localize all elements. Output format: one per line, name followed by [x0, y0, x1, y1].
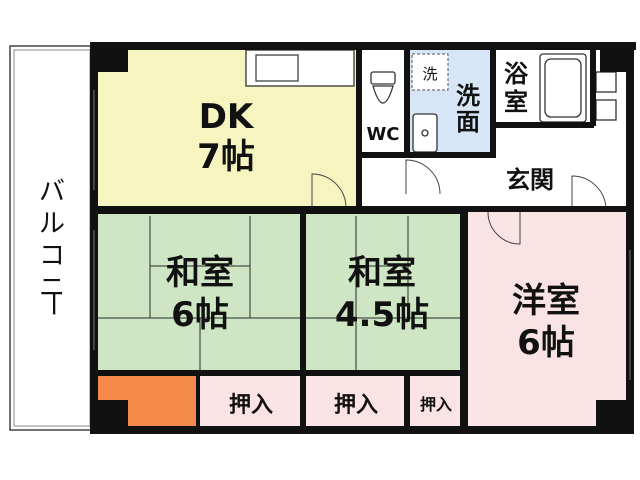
balcony-label-4: ニ — [39, 273, 65, 303]
closet-2 — [306, 376, 406, 430]
balcony-label-2: ル — [39, 209, 65, 239]
washer-space: 洗 — [411, 53, 449, 91]
walls — [90, 42, 636, 434]
tatami-lines-45 — [304, 216, 460, 372]
closet-label-1: 押入 — [229, 392, 273, 418]
windows — [93, 90, 631, 380]
washitsu45-label-1: 和室 — [348, 253, 416, 293]
balcony-label-3: コ — [39, 241, 65, 271]
balcony: バ ル コ ニ ー — [9, 45, 95, 431]
closet-1 — [200, 376, 302, 430]
balcony-label-1: バ — [39, 177, 65, 207]
door-swings — [311, 159, 607, 245]
kitchen-counter — [245, 49, 355, 87]
washitsu45-label-2: 4.5帖 — [335, 295, 429, 335]
genkan-label: 玄関 — [506, 166, 554, 194]
washitsu6-label-1: 和室 — [166, 253, 234, 293]
youshitsu-label-2: 6帖 — [517, 323, 575, 363]
washitsu6-label-2: 6帖 — [171, 295, 229, 335]
wc-label: WC — [366, 124, 399, 145]
bathtub-icon — [539, 53, 587, 123]
yokushitsu-label-1: 浴 — [504, 60, 529, 88]
dk-label-1: DK — [199, 97, 255, 137]
closet-label-2: 押入 — [334, 392, 378, 418]
yokushitsu-label-2: 室 — [504, 88, 528, 116]
dk-label-2: 7帖 — [197, 137, 255, 177]
washer-label: 洗 — [422, 65, 437, 83]
closet-3 — [410, 376, 464, 430]
senmen-label-2: 面 — [456, 108, 480, 136]
youshitsu-room — [466, 210, 630, 430]
washbasin-icon — [412, 113, 438, 153]
shoe-cabinet — [595, 71, 617, 121]
genkan-area — [358, 156, 630, 210]
balcony-label-5: ー — [37, 291, 67, 317]
senmen-label-1: 洗 — [456, 82, 480, 110]
youshitsu-label-1: 洋室 — [512, 281, 580, 321]
toilet-icon — [370, 71, 396, 104]
washitsu6-room — [96, 212, 302, 372]
tatami-lines-6 — [96, 216, 302, 372]
washitsu45-room — [304, 212, 460, 372]
closet-label-3: 押入 — [420, 395, 452, 414]
